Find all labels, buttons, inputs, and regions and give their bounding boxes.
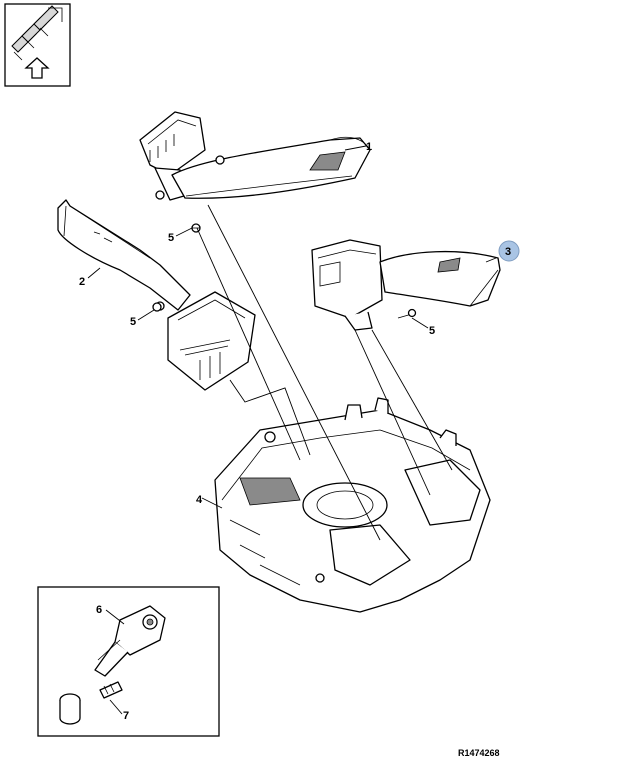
part-3-cruise-stalk-switch [311,239,520,331]
callout-5-upper: 5 [168,232,174,244]
screw-5-upper [191,223,201,233]
screw-5-left [152,302,162,312]
callout-7: 7 [123,710,129,722]
callout-1: 1 [366,141,372,153]
cylinder-cap [59,693,81,725]
callout-2: 2 [79,276,85,288]
part-4-switch-housing [214,397,491,613]
detail-inset-box [37,586,220,737]
part-1-wiper-stalk-switch [139,111,371,201]
part-7-bolt [99,681,123,699]
callout-6: 6 [96,604,102,616]
exploded-view-arrow-icon [4,3,71,87]
reference-code: R1474268 [458,748,500,758]
callout-5-left: 5 [130,316,136,328]
callout-4: 4 [196,494,203,506]
callout-5-right: 5 [429,325,435,337]
screw-5-right [397,308,417,319]
part-6-lock-barrel [94,605,166,677]
callout-leaders [87,145,497,715]
connection-lines [196,204,453,541]
part-2-indicator-stalk-switch [57,199,256,391]
callout-3: 3 [505,246,511,258]
